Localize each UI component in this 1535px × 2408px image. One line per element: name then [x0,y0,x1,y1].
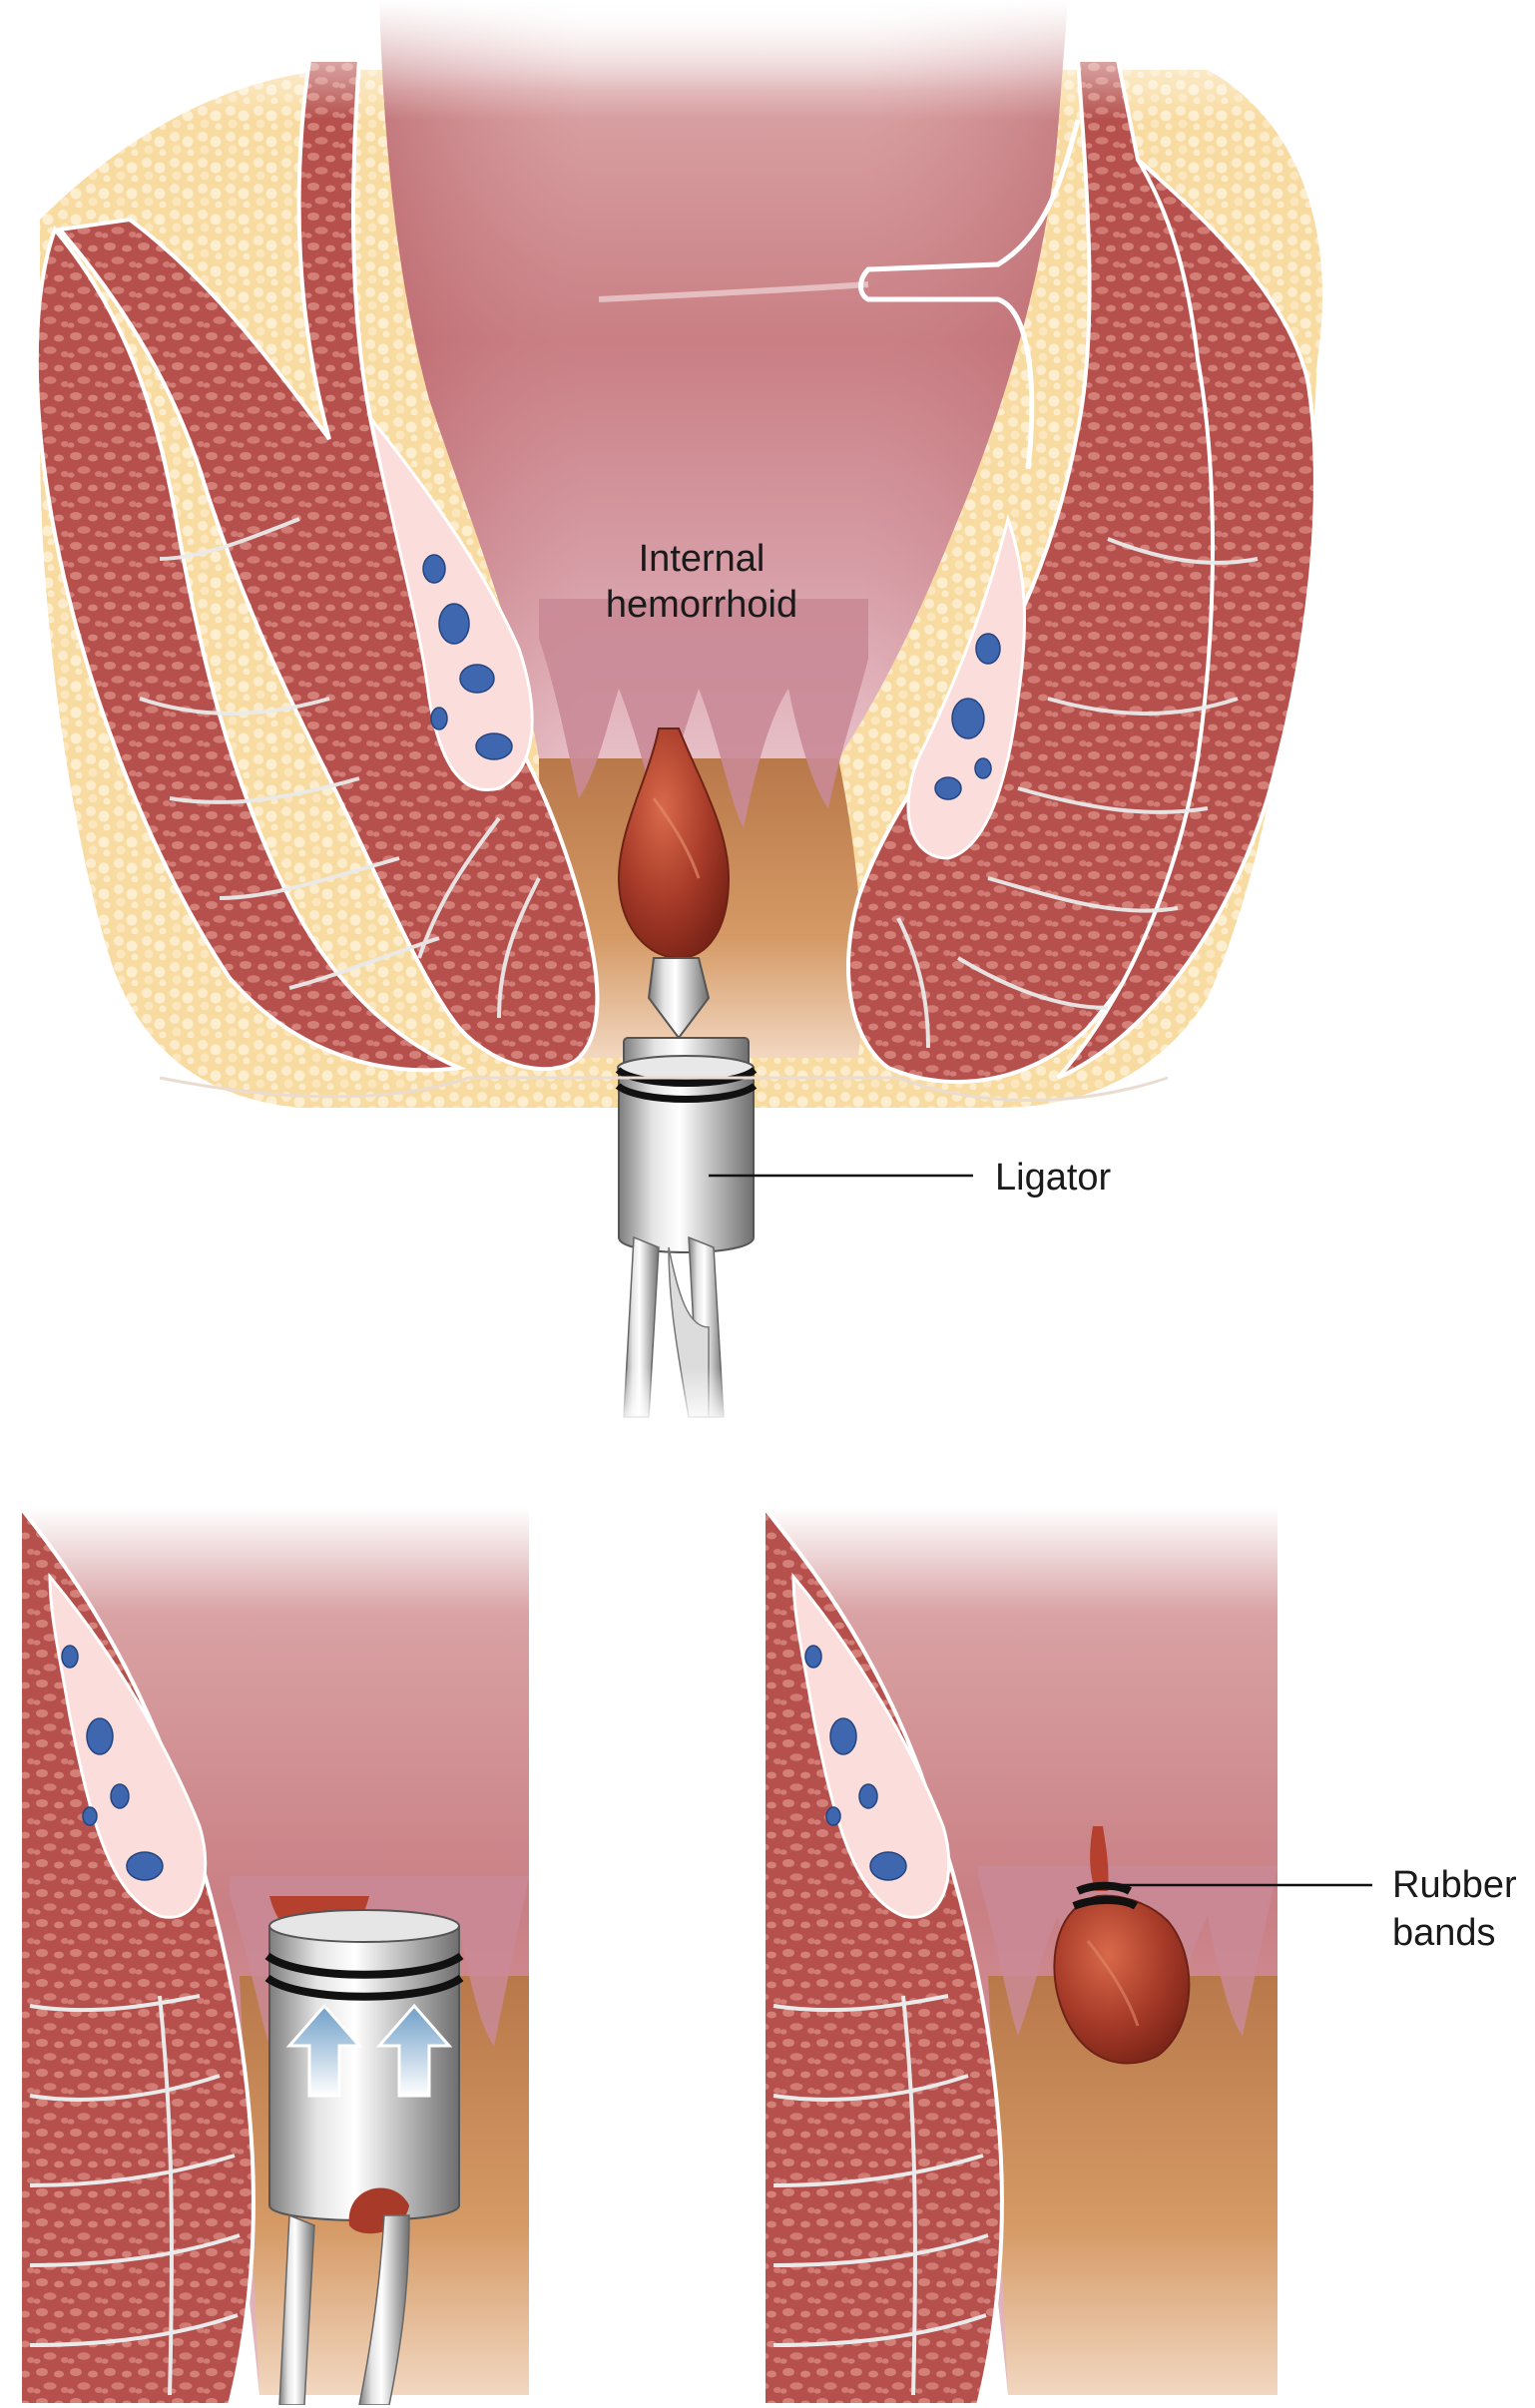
top-panel [0,0,1535,1427]
bl-submucosa [48,1572,208,1919]
banded-hemorrhoid [1053,1826,1191,2065]
ligator-rubber-band-1 [615,1067,758,1087]
anal-columns [539,599,868,828]
label-ligator: Ligator [995,1157,1112,1199]
label-rubber-bands-line2: bands [1392,1912,1496,1954]
right-submucosa [906,513,1027,860]
bl-venous-plexus [61,1645,164,1881]
br-rubber-band-2 [1072,1896,1139,1910]
bl-ligator-device [264,1896,464,2405]
label-internal-hemorrhoid-line2: hemorrhoid [606,584,797,626]
br-venous-plexus [804,1645,907,1881]
arrow-up-icon [375,2003,453,2098]
right-venous-plexus [934,633,1001,800]
ligator-rubber-band-2 [615,1083,758,1103]
bottom-left-panel [18,1507,529,2405]
arrow-up-icon [285,2003,363,2098]
left-venous-plexus [422,554,513,760]
label-internal-hemorrhoid-line1: Internal [639,538,766,580]
br-rubber-band-1 [1076,1881,1133,1895]
bl-rubber-band-2 [264,1974,464,2001]
left-sphincter-muscle [56,58,600,1072]
label-rubber-bands-line1: Rubber [1392,1864,1517,1906]
muscle-septa [139,517,1259,1049]
ligator-device [599,957,778,1427]
bl-rubber-band-1 [264,1952,464,1979]
bottom-right-panel [759,1507,1278,2405]
